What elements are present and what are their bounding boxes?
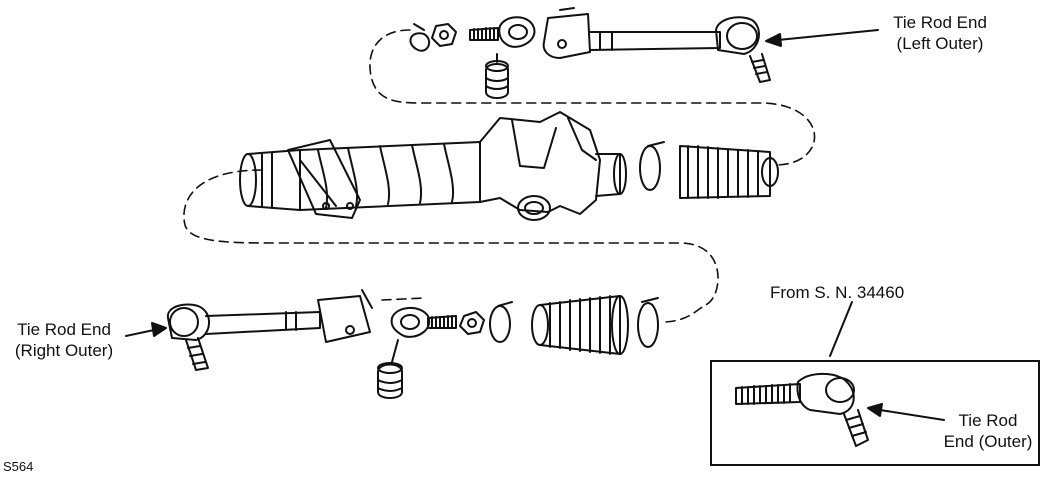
upper-nut <box>431 23 457 47</box>
leader-line-serial-note <box>829 301 853 357</box>
leader-arrow-right-outer <box>125 322 167 337</box>
leader-arrow-inset <box>867 403 945 421</box>
label-serial-note: From S. N. 34460 <box>770 282 940 303</box>
lower-clevis <box>317 295 371 343</box>
label-serial-note-text: From S. N. 34460 <box>770 283 905 302</box>
inset-frame <box>710 360 1040 466</box>
upper-clevis <box>542 13 591 59</box>
label-inset-line1: Tie Rod <box>958 411 1018 430</box>
upper-tie-rod-shaft <box>589 31 721 51</box>
lower-outer-end-body <box>166 303 210 341</box>
upper-ball-socket <box>498 16 536 48</box>
right-tie-rod-assembly <box>166 289 513 399</box>
lower-clip <box>489 305 511 343</box>
label-left-line2: (Left Outer) <box>896 34 984 53</box>
inset-tie-rod-end <box>735 372 869 447</box>
lower-outer-stud <box>185 337 209 371</box>
pinion-port <box>517 195 551 221</box>
label-right-line1: Tie Rod End <box>17 320 111 339</box>
lower-bellows-boot <box>531 295 629 355</box>
inset-body <box>796 372 855 415</box>
assembly-path-lines <box>183 29 816 323</box>
label-tie-rod-end-left-outer: Tie Rod End (Left Outer) <box>880 12 1000 54</box>
leader-arrow-left-outer <box>765 29 879 47</box>
upper-outer-stud <box>749 53 771 83</box>
rack-housing <box>239 111 627 221</box>
lower-boot-clamp <box>637 297 659 348</box>
label-left-line1: Tie Rod End <box>893 13 987 32</box>
lower-threaded-stud <box>427 315 457 329</box>
upper-clip <box>409 32 431 52</box>
left-tie-rod-assembly <box>409 7 771 99</box>
label-right-line2: (Right Outer) <box>14 341 114 360</box>
upper-threaded-stud <box>469 27 499 41</box>
label-inset-tie-rod-end: Tie Rod End (Outer) <box>940 410 1036 452</box>
inset-stud <box>843 409 869 447</box>
lower-nut <box>459 311 485 335</box>
upper-dust-boot <box>485 53 509 99</box>
pinion-housing <box>479 111 601 215</box>
label-tie-rod-end-right-outer: Tie Rod End (Right Outer) <box>2 319 126 361</box>
lower-tie-rod-shaft <box>205 311 321 335</box>
upper-boot-clamp <box>639 141 665 191</box>
left-mount-bracket <box>287 139 361 219</box>
upper-outer-end-body <box>715 16 760 55</box>
upper-bellows-boot <box>679 145 779 199</box>
lower-ball-socket <box>390 307 431 338</box>
label-inset-line2: End (Outer) <box>943 432 1033 451</box>
lower-dust-boot <box>377 339 403 399</box>
figure-code: S564 <box>3 459 34 474</box>
